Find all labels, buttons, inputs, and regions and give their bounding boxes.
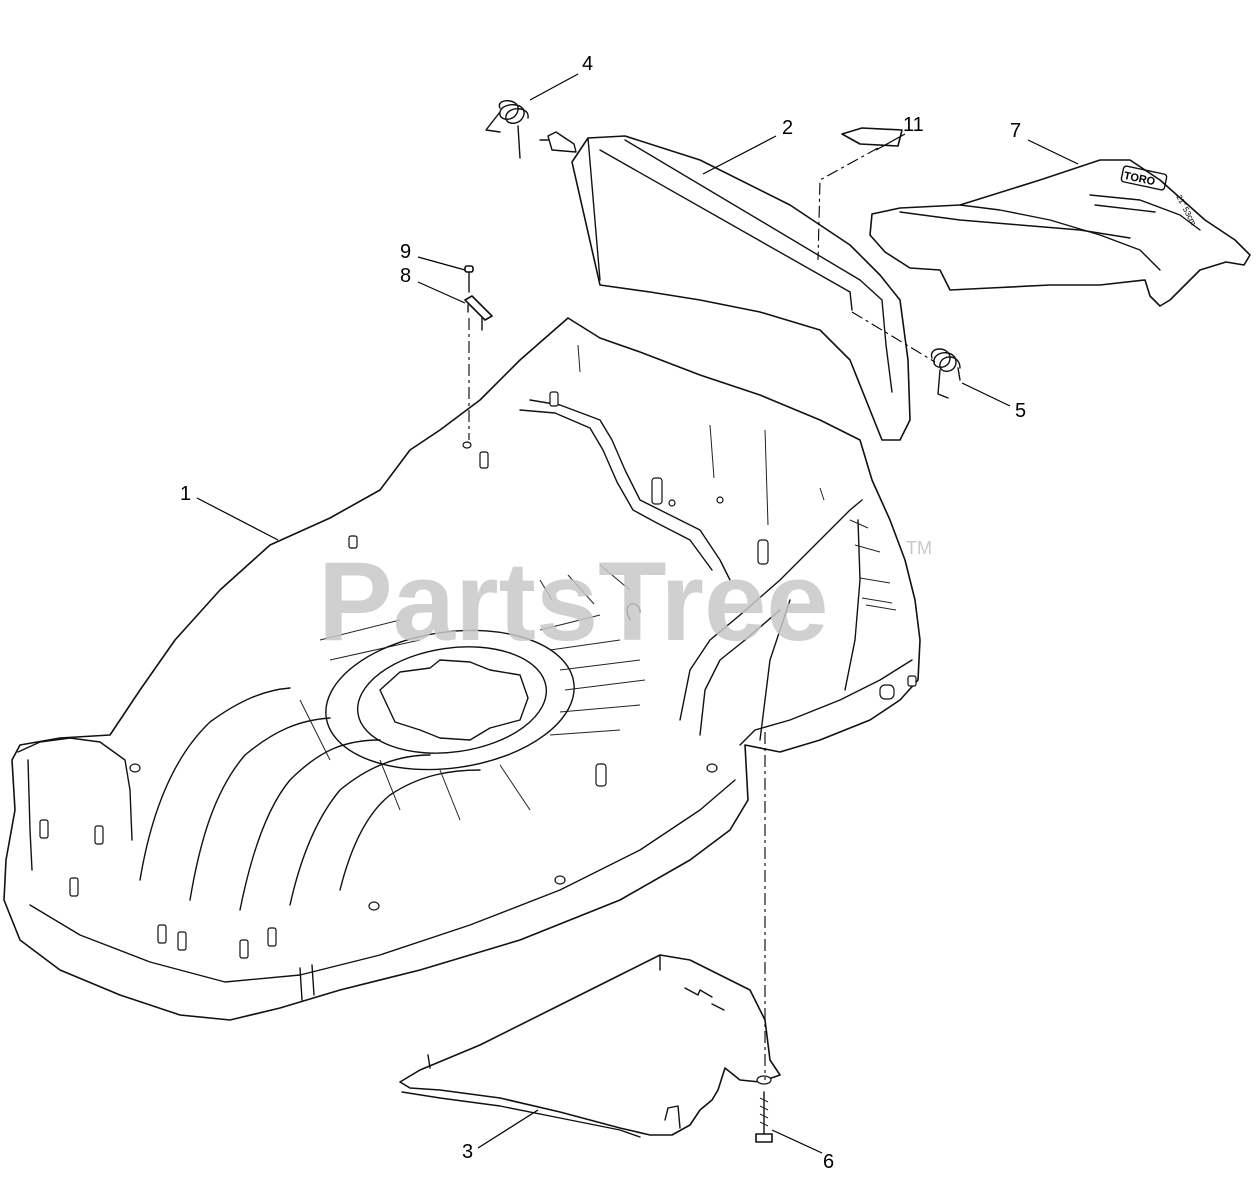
callout-4[interactable]: 4 (582, 53, 593, 75)
leader-lines (196, 73, 1079, 1154)
callout-5[interactable]: 5 (1015, 400, 1026, 422)
rear-cover-part[interactable]: TORO 21" 53cm (869, 159, 1251, 307)
callout-8[interactable]: 8 (400, 265, 411, 287)
clip-part[interactable] (464, 295, 493, 331)
screw-part[interactable] (464, 265, 474, 293)
watermark-trademark: TM (906, 538, 932, 558)
assembly-lines (468, 147, 936, 1080)
baffle-part[interactable] (399, 954, 781, 1138)
callout-7[interactable]: 7 (1010, 120, 1021, 142)
watermark-text: PartsTree (318, 539, 829, 664)
callout-9[interactable]: 9 (400, 241, 411, 263)
decal-part[interactable] (841, 127, 903, 147)
bolt-part[interactable] (755, 1075, 773, 1143)
spring-left-part[interactable] (485, 100, 529, 159)
callout-2[interactable]: 2 (782, 117, 793, 139)
callout-11[interactable]: 11 (903, 114, 924, 136)
callout-6[interactable]: 6 (823, 1151, 834, 1173)
callout-1[interactable]: 1 (180, 483, 191, 505)
callout-3[interactable]: 3 (462, 1141, 473, 1163)
housing-part[interactable] (3, 317, 921, 1021)
spring-right-part[interactable] (930, 348, 961, 399)
rear-door-part[interactable] (539, 131, 911, 441)
